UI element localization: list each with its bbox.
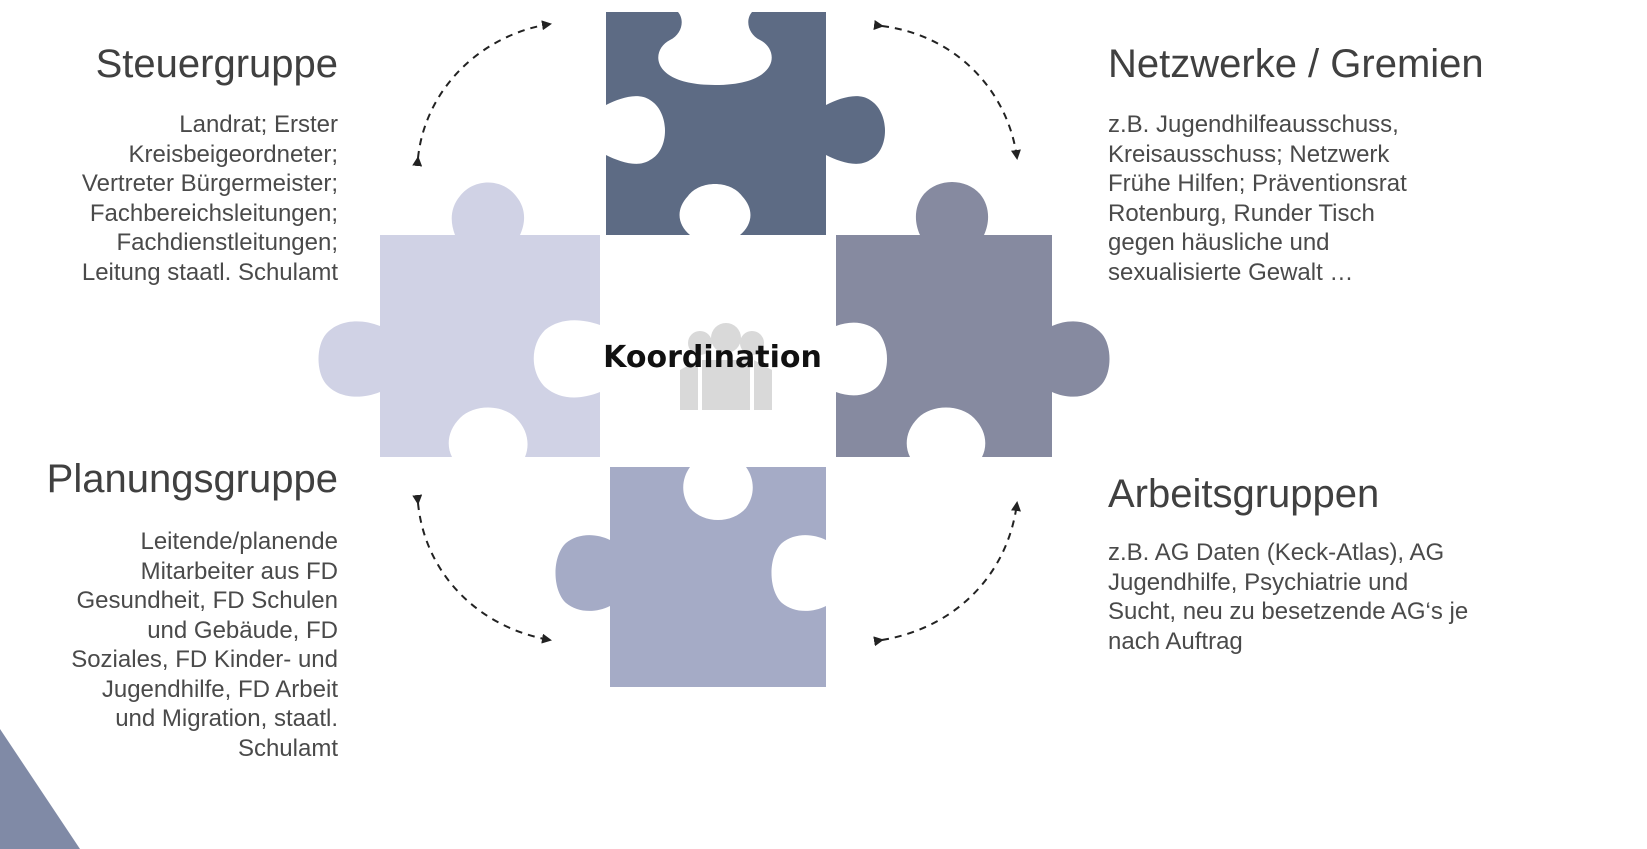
text-line: Kreisausschuss; Netzwerk [1108,140,1390,168]
arrow-top-right [873,20,1021,160]
text-line: Frühe Hilfen; Präventionsrat [1108,170,1407,197]
planungsgruppe-block: Planungsgruppe Leitende/planende Mitarbe… [0,455,338,763]
text-line: und Migration, staatl. [115,705,338,732]
steuergruppe-block: Steuergruppe Landrat; Erster Kreisbeigeo… [0,40,338,287]
text-line: Mitarbeiter aus FD [140,557,338,585]
text-line: z.B. AG Daten (Keck-Atlas), AG [1108,539,1445,566]
text-line: Vertreter Bürgermeister; [81,170,338,197]
steuergruppe-title: Steuergruppe [95,42,338,86]
arrow-top-left [412,20,552,167]
text-line: Schulamt [237,734,338,762]
arbeitsgruppen-block: Arbeitsgruppen z.B. AG Daten (Keck-Atlas… [1108,470,1647,656]
puzzle-piece-bottom [555,467,826,687]
text-line: Kreisbeigeordneter; [128,140,338,168]
text-line: Jugendhilfe, FD Arbeit [101,675,338,703]
text-line: Gesundheit, FD Schulen [76,587,338,614]
arbeitsgruppen-text: z.B. AG Daten (Keck-Atlas), AG Jugendhil… [1108,538,1647,656]
planungsgruppe-text: Leitende/planende Mitarbeiter aus FD Ges… [0,527,338,763]
puzzle-piece-top [606,12,885,235]
text-line: Sucht, neu zu besetzende AG‘s je [1108,598,1469,625]
text-line: und Gebäude, FD [147,616,338,644]
text-line: Leitende/planende [140,528,338,555]
text-line: gegen häusliche und [1108,229,1330,256]
text-line: Jugendhilfe, Psychiatrie und [1108,568,1409,596]
planungsgruppe-title: Planungsgruppe [46,457,338,501]
arrow-bottom-right [873,501,1021,647]
puzzle-piece-right [836,182,1110,457]
arbeitsgruppen-title: Arbeitsgruppen [1108,472,1380,516]
corner-decoration [0,729,80,849]
netzwerke-block: Netzwerke / Gremien z.B. Jugendhilfeauss… [1108,40,1628,287]
text-line: z.B. Jugendhilfeausschuss, [1108,111,1399,138]
text-line: Leitung staatl. Schulamt [81,258,338,286]
netzwerke-text: z.B. Jugendhilfeausschuss, Kreisausschus… [1108,110,1548,287]
text-line: Landrat; Erster [179,111,338,138]
text-line: sexualisierte Gewalt … [1108,258,1354,286]
people-group-icon [680,323,772,410]
text-line: Rotenburg, Runder Tisch [1108,199,1375,227]
text-line: Fachbereichsleitungen; [89,199,338,227]
center-label: Koordination [603,340,822,375]
text-line: Fachdienstleitungen; [116,229,338,256]
text-line: nach Auftrag [1108,627,1243,655]
steuergruppe-text: Landrat; Erster Kreisbeigeordneter; Vert… [0,110,338,287]
puzzle-piece-left [318,182,600,457]
netzwerke-title: Netzwerke / Gremien [1108,42,1484,86]
text-line: Soziales, FD Kinder- und [71,646,338,673]
arrow-bottom-left [412,494,552,644]
